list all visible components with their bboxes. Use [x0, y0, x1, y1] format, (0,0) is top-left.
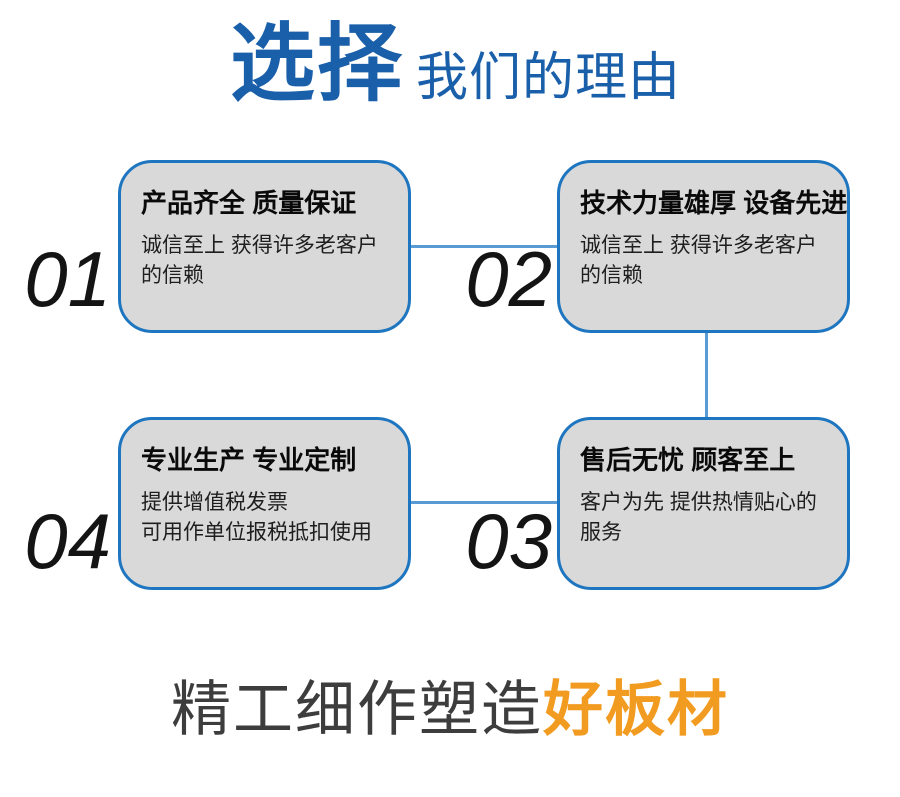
page-title: 选择 我们的理由: [230, 22, 681, 107]
reason-title: 专业生产 专业定制: [141, 445, 357, 475]
reason-desc-line1: 提供增值税发票: [141, 490, 288, 514]
reason-title: 售后无忧 顾客至上: [580, 445, 796, 475]
reason-desc-line1: 诚信至上 获得许多老客户: [141, 233, 378, 257]
reason-desc: 诚信至上 获得许多老客户 的信赖: [580, 231, 847, 291]
reason-number-1: 01: [24, 235, 111, 323]
connector-card4-card3: [408, 501, 560, 504]
reason-card-3: 售后无忧 顾客至上 客户为先 提供热情贴心的 服务: [557, 417, 850, 590]
reason-desc: 客户为先 提供热情贴心的 服务: [580, 488, 847, 548]
reason-number-2: 02: [465, 235, 552, 323]
reason-card-4: 专业生产 专业定制 提供增值税发票 可用作单位报税抵扣使用: [118, 417, 411, 590]
footer-slogan-regular: 精工细作塑造: [171, 676, 543, 743]
reason-desc: 诚信至上 获得许多老客户 的信赖: [141, 231, 408, 291]
reason-desc: 提供增值税发票 可用作单位报税抵扣使用: [141, 488, 408, 548]
reason-desc-line2: 可用作单位报税抵扣使用: [141, 520, 372, 544]
reason-desc-line2: 的信赖: [141, 263, 204, 287]
reason-desc-line2: 服务: [580, 520, 622, 544]
reason-desc-line1: 客户为先 提供热情贴心的: [580, 490, 817, 514]
reason-card-1: 产品齐全 质量保证 诚信至上 获得许多老客户 的信赖: [118, 160, 411, 333]
reason-number-4: 04: [24, 497, 111, 585]
footer-slogan-highlight: 好板材: [543, 676, 729, 743]
page-title-main: 选择: [230, 17, 405, 112]
reason-desc-line1: 诚信至上 获得许多老客户: [580, 233, 817, 257]
reason-desc-line2: 的信赖: [580, 263, 643, 287]
reason-title: 技术力量雄厚 设备先进: [580, 188, 848, 218]
connector-card2-card3: [705, 330, 708, 422]
connector-card1-card2: [408, 245, 560, 248]
reason-title: 产品齐全 质量保证: [141, 188, 357, 218]
reason-number-3: 03: [465, 497, 552, 585]
reason-card-2: 技术力量雄厚 设备先进 诚信至上 获得许多老客户 的信赖: [557, 160, 850, 333]
footer-slogan: 精工细作塑造好板材: [0, 680, 900, 740]
page-title-rest: 我们的理由: [416, 49, 682, 107]
